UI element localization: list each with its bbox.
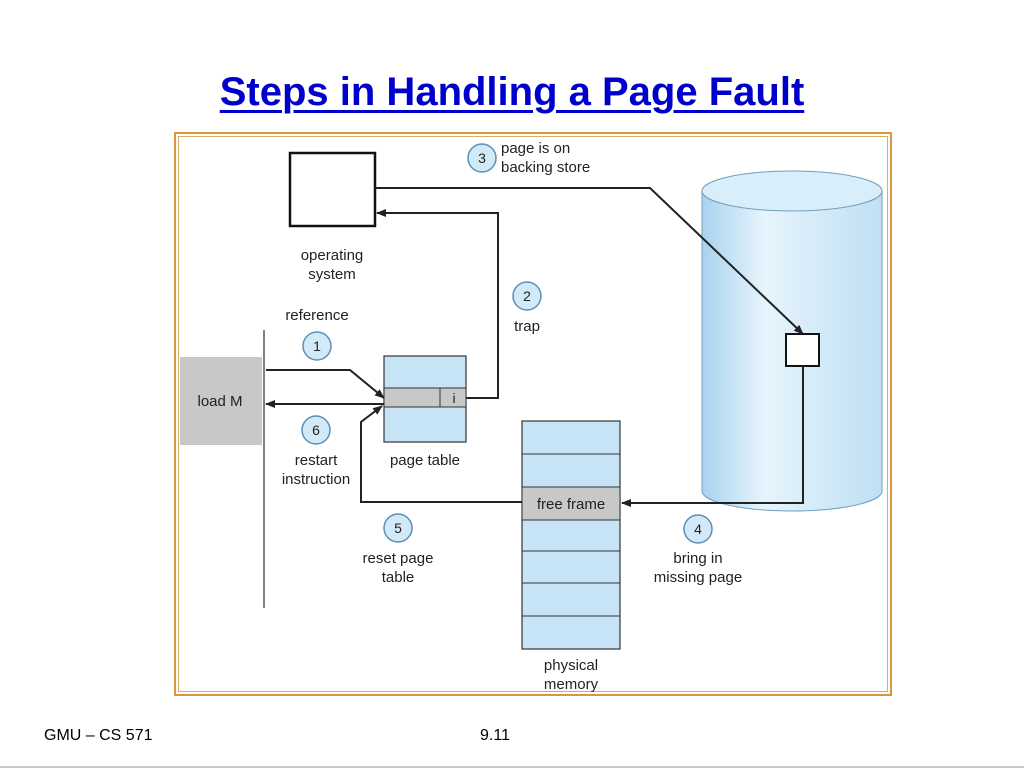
slide-title: Steps in Handling a Page Fault [219, 70, 805, 114]
step-6-label-line2: instruction [282, 471, 350, 488]
step-5-circle [383, 513, 413, 543]
step-3-number: 3 [478, 150, 486, 166]
step-6-number: 6 [312, 422, 320, 438]
step-1-number: 1 [313, 338, 321, 354]
missing-page-block [785, 333, 820, 367]
step-5-number: 5 [394, 520, 402, 536]
physical-memory-label-line1: physical [544, 657, 598, 674]
instruction-block [180, 357, 262, 445]
step-4-label-line1: bring in [673, 550, 722, 567]
step-1-label: reference [285, 307, 348, 324]
step-5-label-line2: table [382, 569, 415, 586]
free-frame-label: free frame [537, 496, 605, 513]
step-2-circle [512, 281, 542, 311]
bottom-rule [0, 766, 1024, 768]
reset-page-table-arrow [360, 405, 522, 503]
backing-store-arrow [375, 187, 804, 335]
step-1-circle [302, 331, 332, 361]
bring-in-page-arrow [621, 366, 804, 507]
diagram-frame: load M operating system i page table fre… [174, 132, 892, 696]
step-2-label: trap [514, 318, 540, 335]
operating-system-box [288, 151, 377, 228]
page-table-invalid-bit: i [452, 390, 455, 406]
step-6-label-line1: restart [295, 452, 338, 469]
step-3-circle [467, 143, 497, 173]
footer-course: GMU – CS 571 [44, 727, 153, 744]
step-6-circle [301, 415, 331, 445]
step-4-circle [683, 514, 713, 544]
operating-system-label-line2: system [308, 266, 356, 283]
step-3-label-line2: backing store [501, 159, 590, 176]
load-instruction: load M [197, 393, 242, 410]
operating-system-label-line1: operating [301, 247, 364, 264]
footer-page-number: 9.11 [480, 727, 510, 744]
reference-arrow [266, 369, 385, 399]
step-4-label-line2: missing page [654, 569, 742, 586]
step-3-label-line1: page is on [501, 140, 570, 157]
physical-memory [521, 420, 621, 650]
page-fault-diagram: load M operating system i page table fre… [180, 140, 883, 693]
trap-arrow [376, 209, 499, 399]
page-table [383, 355, 467, 443]
step-5-label-line1: reset page [363, 550, 434, 567]
physical-memory-label-line2: memory [544, 676, 599, 693]
step-4-number: 4 [694, 521, 702, 537]
step-2-number: 2 [523, 288, 531, 304]
page-table-label: page table [390, 452, 460, 469]
